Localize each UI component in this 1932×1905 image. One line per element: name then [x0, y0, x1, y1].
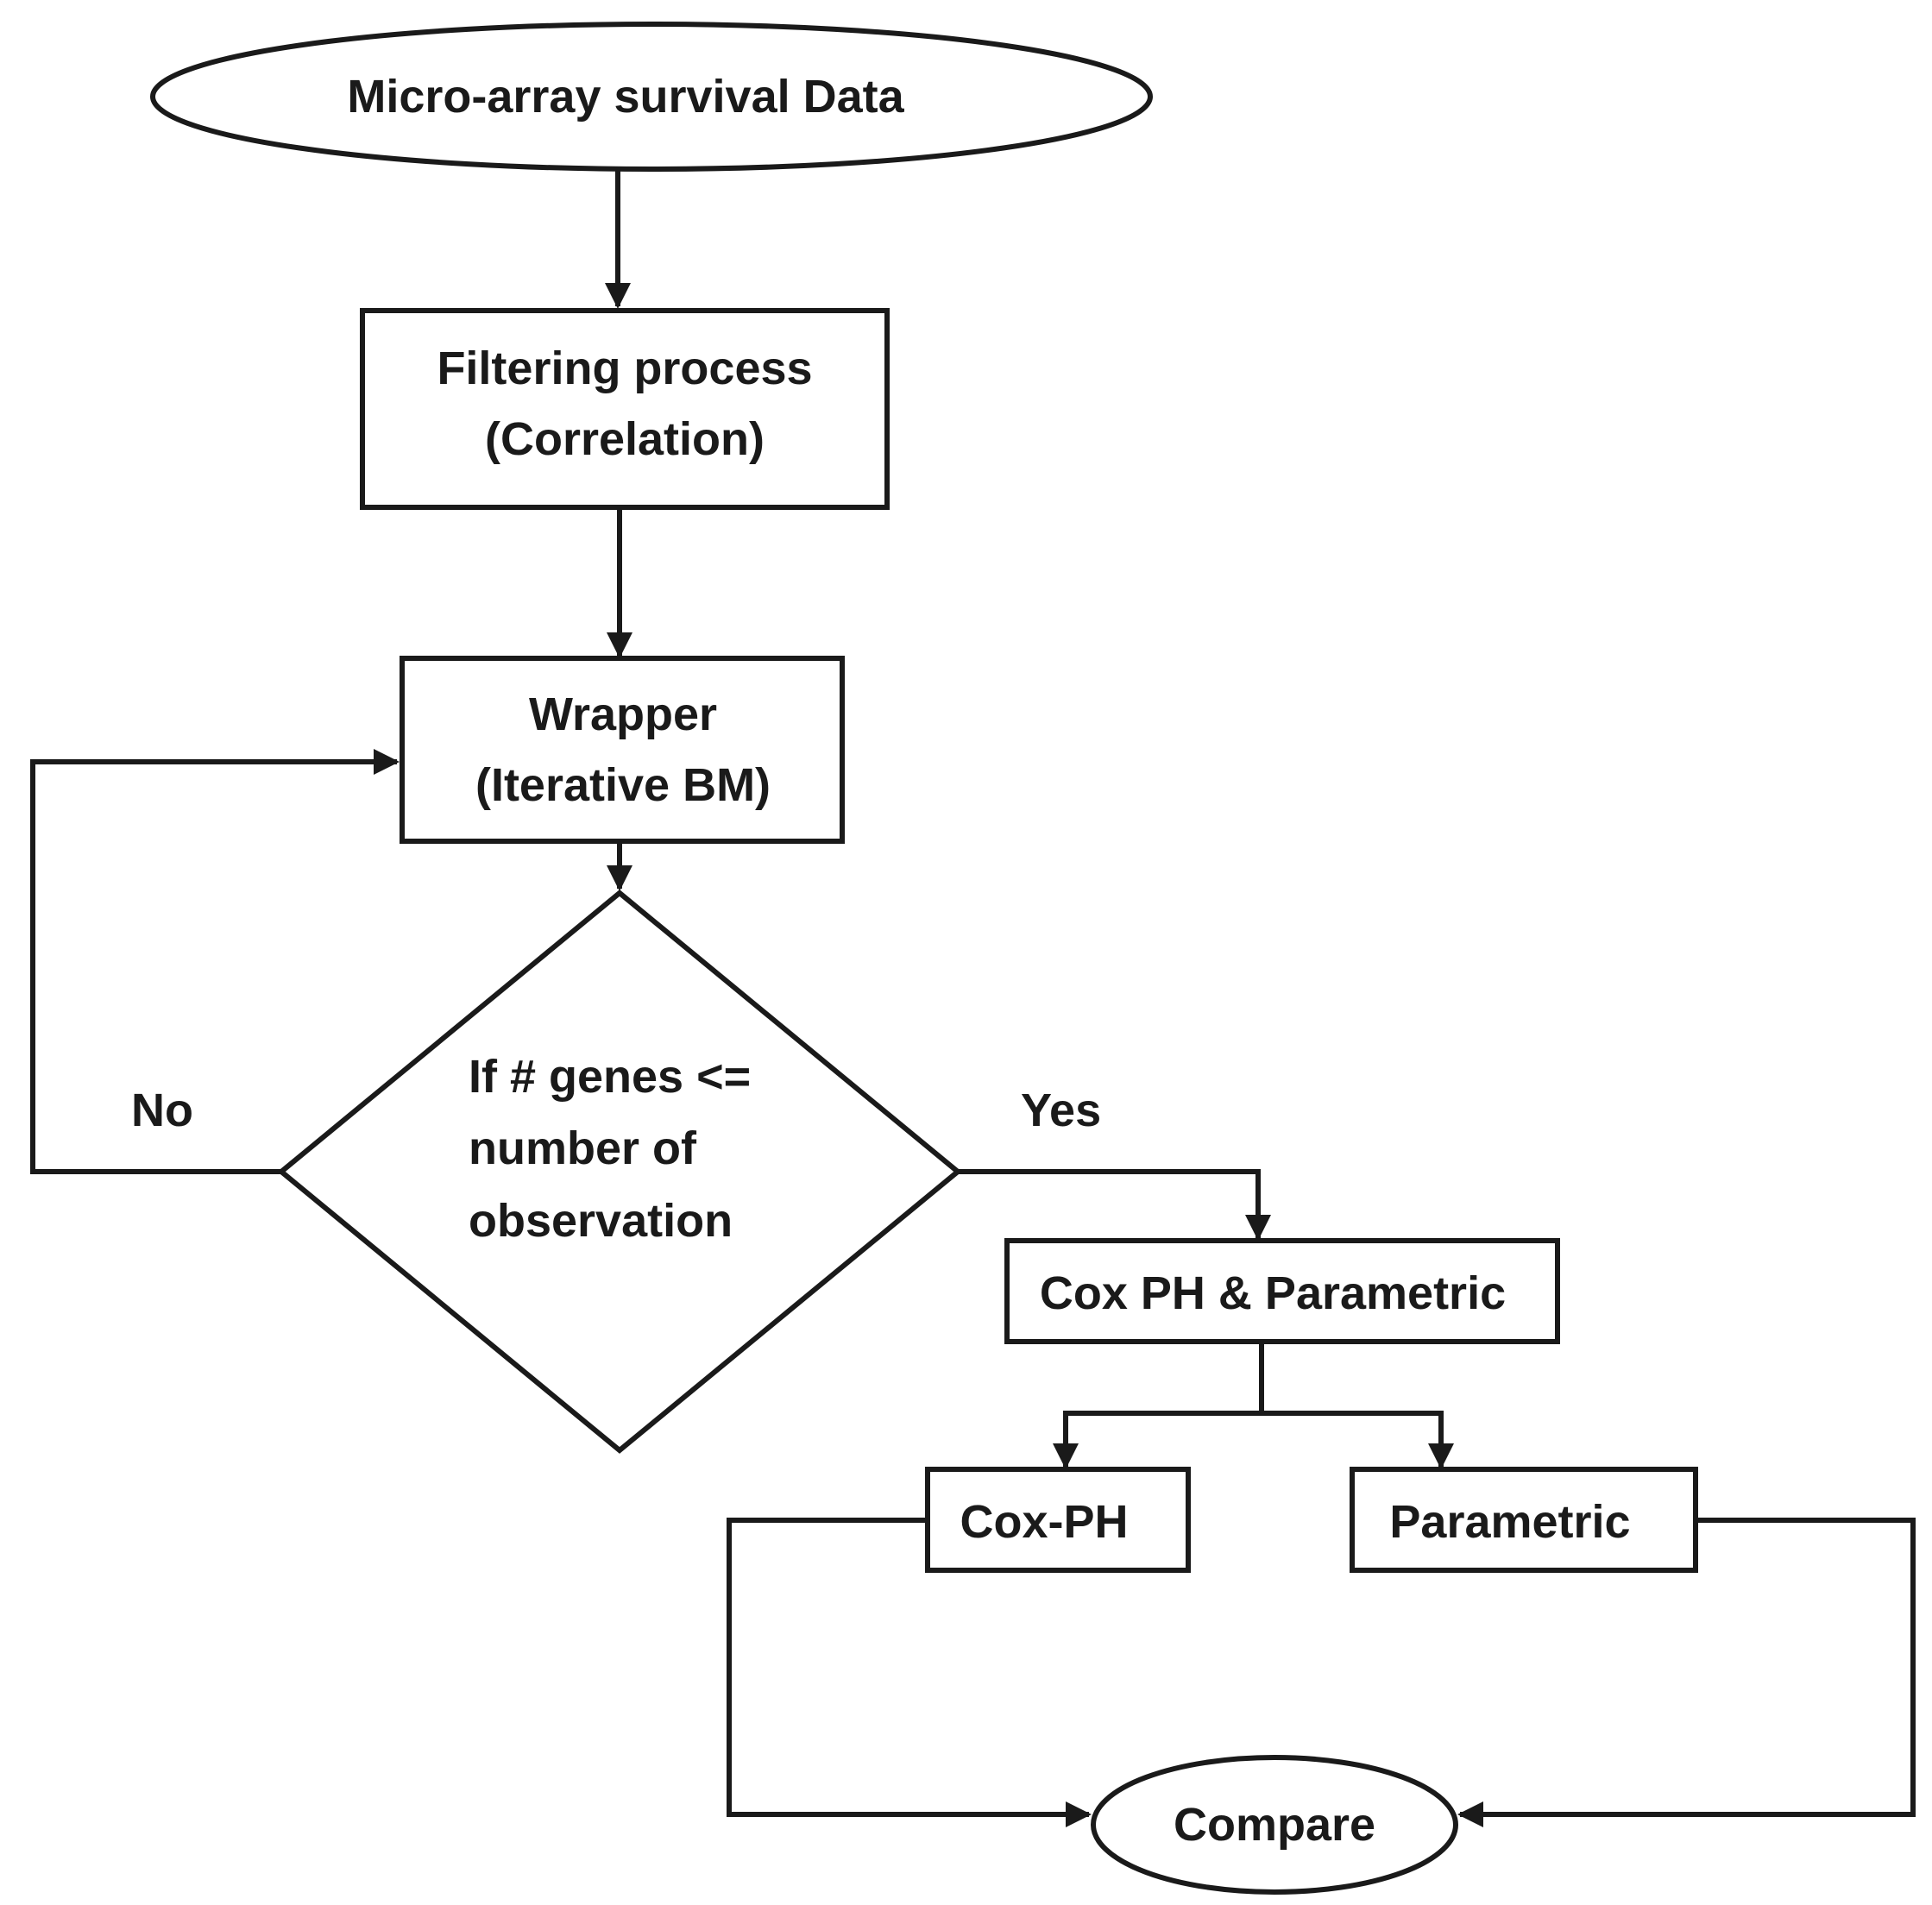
decision-label-line2: number of	[469, 1122, 697, 1174]
decision-label-line1: If # genes <=	[469, 1051, 751, 1103]
edge-decision-no-loop	[30, 749, 400, 1174]
start-node: Micro-array survival Data	[150, 22, 1153, 172]
parametric-box	[1350, 1467, 1698, 1573]
decision-node: If # genes <= number of observation	[277, 890, 962, 1454]
coxph-node: Cox-PH	[925, 1467, 1191, 1573]
edges	[30, 168, 1916, 1827]
compare-ellipse	[1091, 1755, 1458, 1895]
edge-models-to-coxph	[1053, 1342, 1264, 1469]
coxph-box	[925, 1467, 1191, 1573]
filter-node: Filtering process (Correlation)	[360, 308, 890, 510]
edge-decision-yes	[958, 1169, 1271, 1241]
wrapper-label-line1: Wrapper	[529, 688, 717, 740]
parametric-node: Parametric	[1350, 1467, 1698, 1573]
start-ellipse	[150, 22, 1153, 172]
yes-label: Yes	[1021, 1085, 1101, 1136]
wrapper-box	[400, 656, 845, 844]
models-box	[1004, 1238, 1560, 1344]
no-label: No	[131, 1085, 193, 1136]
filter-label-line2: (Correlation)	[485, 413, 765, 465]
edge-coxph-to-compare	[727, 1518, 1092, 1827]
models-label: Cox PH & Parametric	[1040, 1267, 1506, 1319]
edge-models-to-parametric	[1262, 1411, 1454, 1469]
start-label: Micro-array survival Data	[347, 71, 904, 123]
models-node: Cox PH & Parametric	[1004, 1238, 1560, 1344]
edge-parametric-to-compare	[1457, 1518, 1916, 1827]
compare-label: Compare	[1174, 1799, 1375, 1851]
compare-node: Compare	[1091, 1755, 1458, 1895]
decision-label-line3: observation	[469, 1195, 733, 1247]
wrapper-node: Wrapper (Iterative BM)	[400, 656, 845, 844]
coxph-label: Cox-PH	[960, 1496, 1128, 1548]
decision-diamond	[277, 890, 962, 1454]
filter-label-line1: Filtering process	[437, 343, 812, 394]
filter-box	[360, 308, 890, 510]
parametric-label: Parametric	[1389, 1496, 1630, 1548]
wrapper-label-line2: (Iterative BM)	[475, 759, 771, 811]
